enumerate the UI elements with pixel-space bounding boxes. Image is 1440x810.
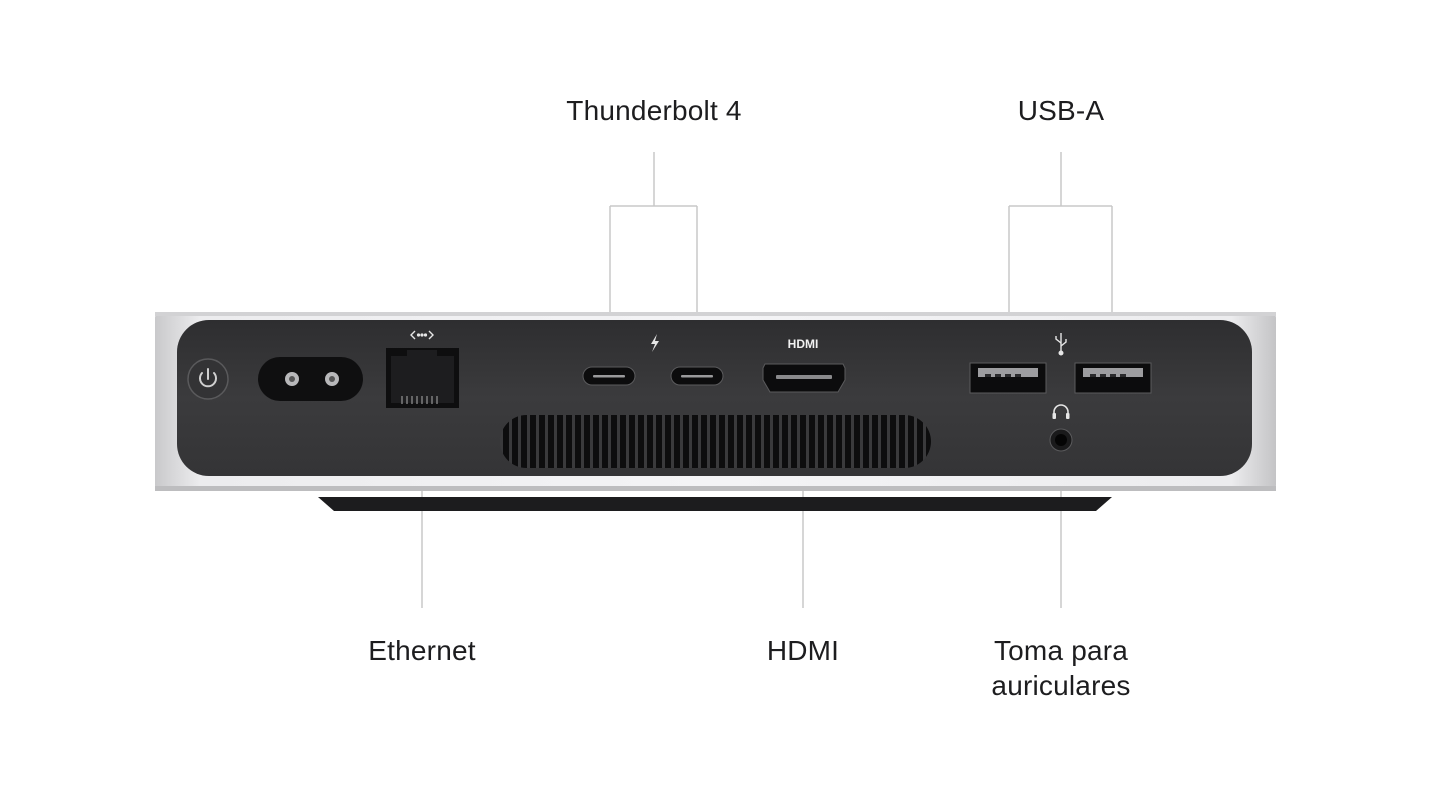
callout-thunderbolt: Thunderbolt 4 [554, 93, 754, 128]
ac-power-inlet [258, 357, 363, 401]
headphone-jack [1049, 428, 1073, 452]
usb-a-port-2 [1074, 362, 1152, 394]
callout-hdmi-text: HDMI [766, 635, 840, 666]
callout-headphone-line1: Toma para [993, 635, 1129, 666]
hdmi-port [762, 363, 846, 393]
callout-usb-a: USB-A [991, 93, 1131, 128]
headphones-icon [1052, 404, 1070, 419]
usb-icon [1055, 333, 1067, 356]
usb-a-port-1 [969, 362, 1047, 394]
thunderbolt-port-2 [670, 366, 724, 386]
ethernet-port [386, 348, 459, 408]
power-icon [199, 368, 217, 388]
callout-headphone-line2: auriculares [991, 670, 1131, 701]
callout-hdmi: HDMI [743, 633, 863, 668]
thunderbolt-icon [651, 334, 659, 352]
hdmi-port-label: HDMI [788, 337, 819, 351]
callout-thunderbolt-text: Thunderbolt 4 [566, 95, 742, 126]
callout-ethernet-text: Ethernet [368, 635, 476, 666]
thunderbolt-port-1 [582, 366, 636, 386]
device-foot [318, 497, 1112, 511]
leader-thunderbolt [609, 152, 698, 362]
callout-headphone: Toma para auriculares [961, 633, 1161, 703]
ethernet-icon [410, 330, 434, 340]
power-button [187, 358, 229, 400]
callout-ethernet: Ethernet [352, 633, 492, 668]
callout-usb-a-text: USB-A [1017, 95, 1105, 126]
leader-usb-a [1008, 152, 1113, 362]
vent-grille [500, 415, 931, 468]
